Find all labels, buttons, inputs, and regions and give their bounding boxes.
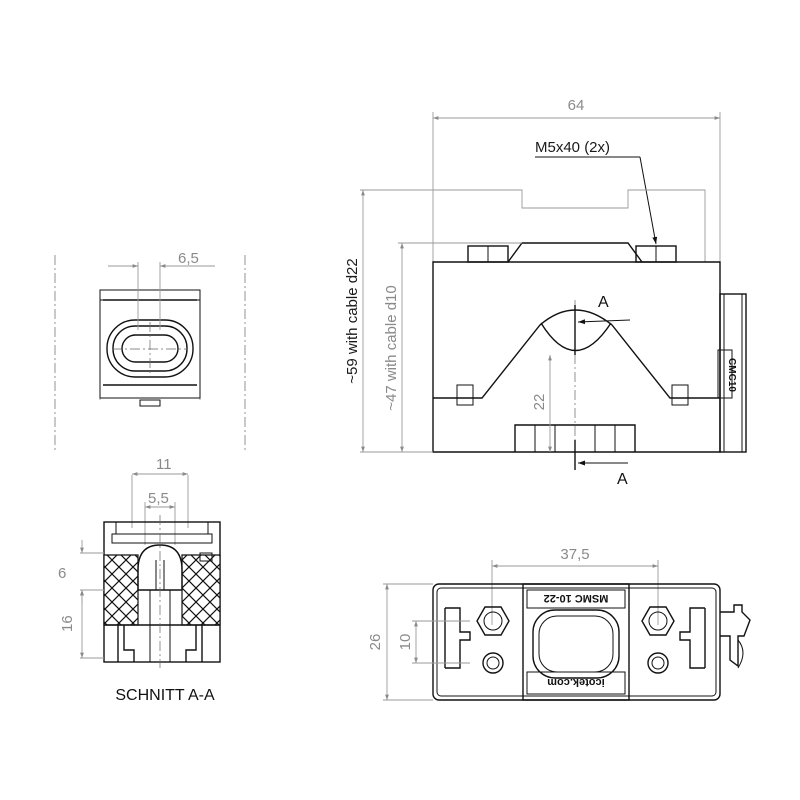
slot-width-dim: 6,5 [178,250,199,267]
section-inner-dim: 5,5 [148,490,169,507]
product-label: MSMC 10-22 [544,592,609,604]
section-title: SCHNITT A-A [115,687,215,704]
pitch-10-dim: 10 [397,634,414,651]
spacing-dim: 37,5 [560,546,589,563]
website-label: icotek.com [547,676,605,688]
height-26-dim: 26 [367,634,384,651]
side-tag: CMC10 [726,358,737,392]
front-view: 64 M5x40 (2x) CMC10 A A [344,97,747,488]
top-view: 37,5 MSMC 10-22 icotek.com 26 [367,546,751,701]
center-height-dim: 22 [531,394,548,411]
height-d10-dim: ~47 with cable d10 [383,285,400,411]
section-width-dim: 11 [156,456,172,473]
section-lower-dim: 16 [59,615,76,632]
bolt-label: M5x40 (2x) [535,139,610,156]
end-view: 6,5 [54,250,246,450]
section-mark-bottom: A [617,471,628,488]
section-view: 11 5,5 6 16 SCHNITT A-A [58,456,221,704]
height-d22-dim: ~59 with cable d22 [344,258,361,384]
section-upper-dim: 6 [58,565,66,582]
section-mark-top: A [598,294,609,311]
width-64-dim: 64 [568,97,585,114]
